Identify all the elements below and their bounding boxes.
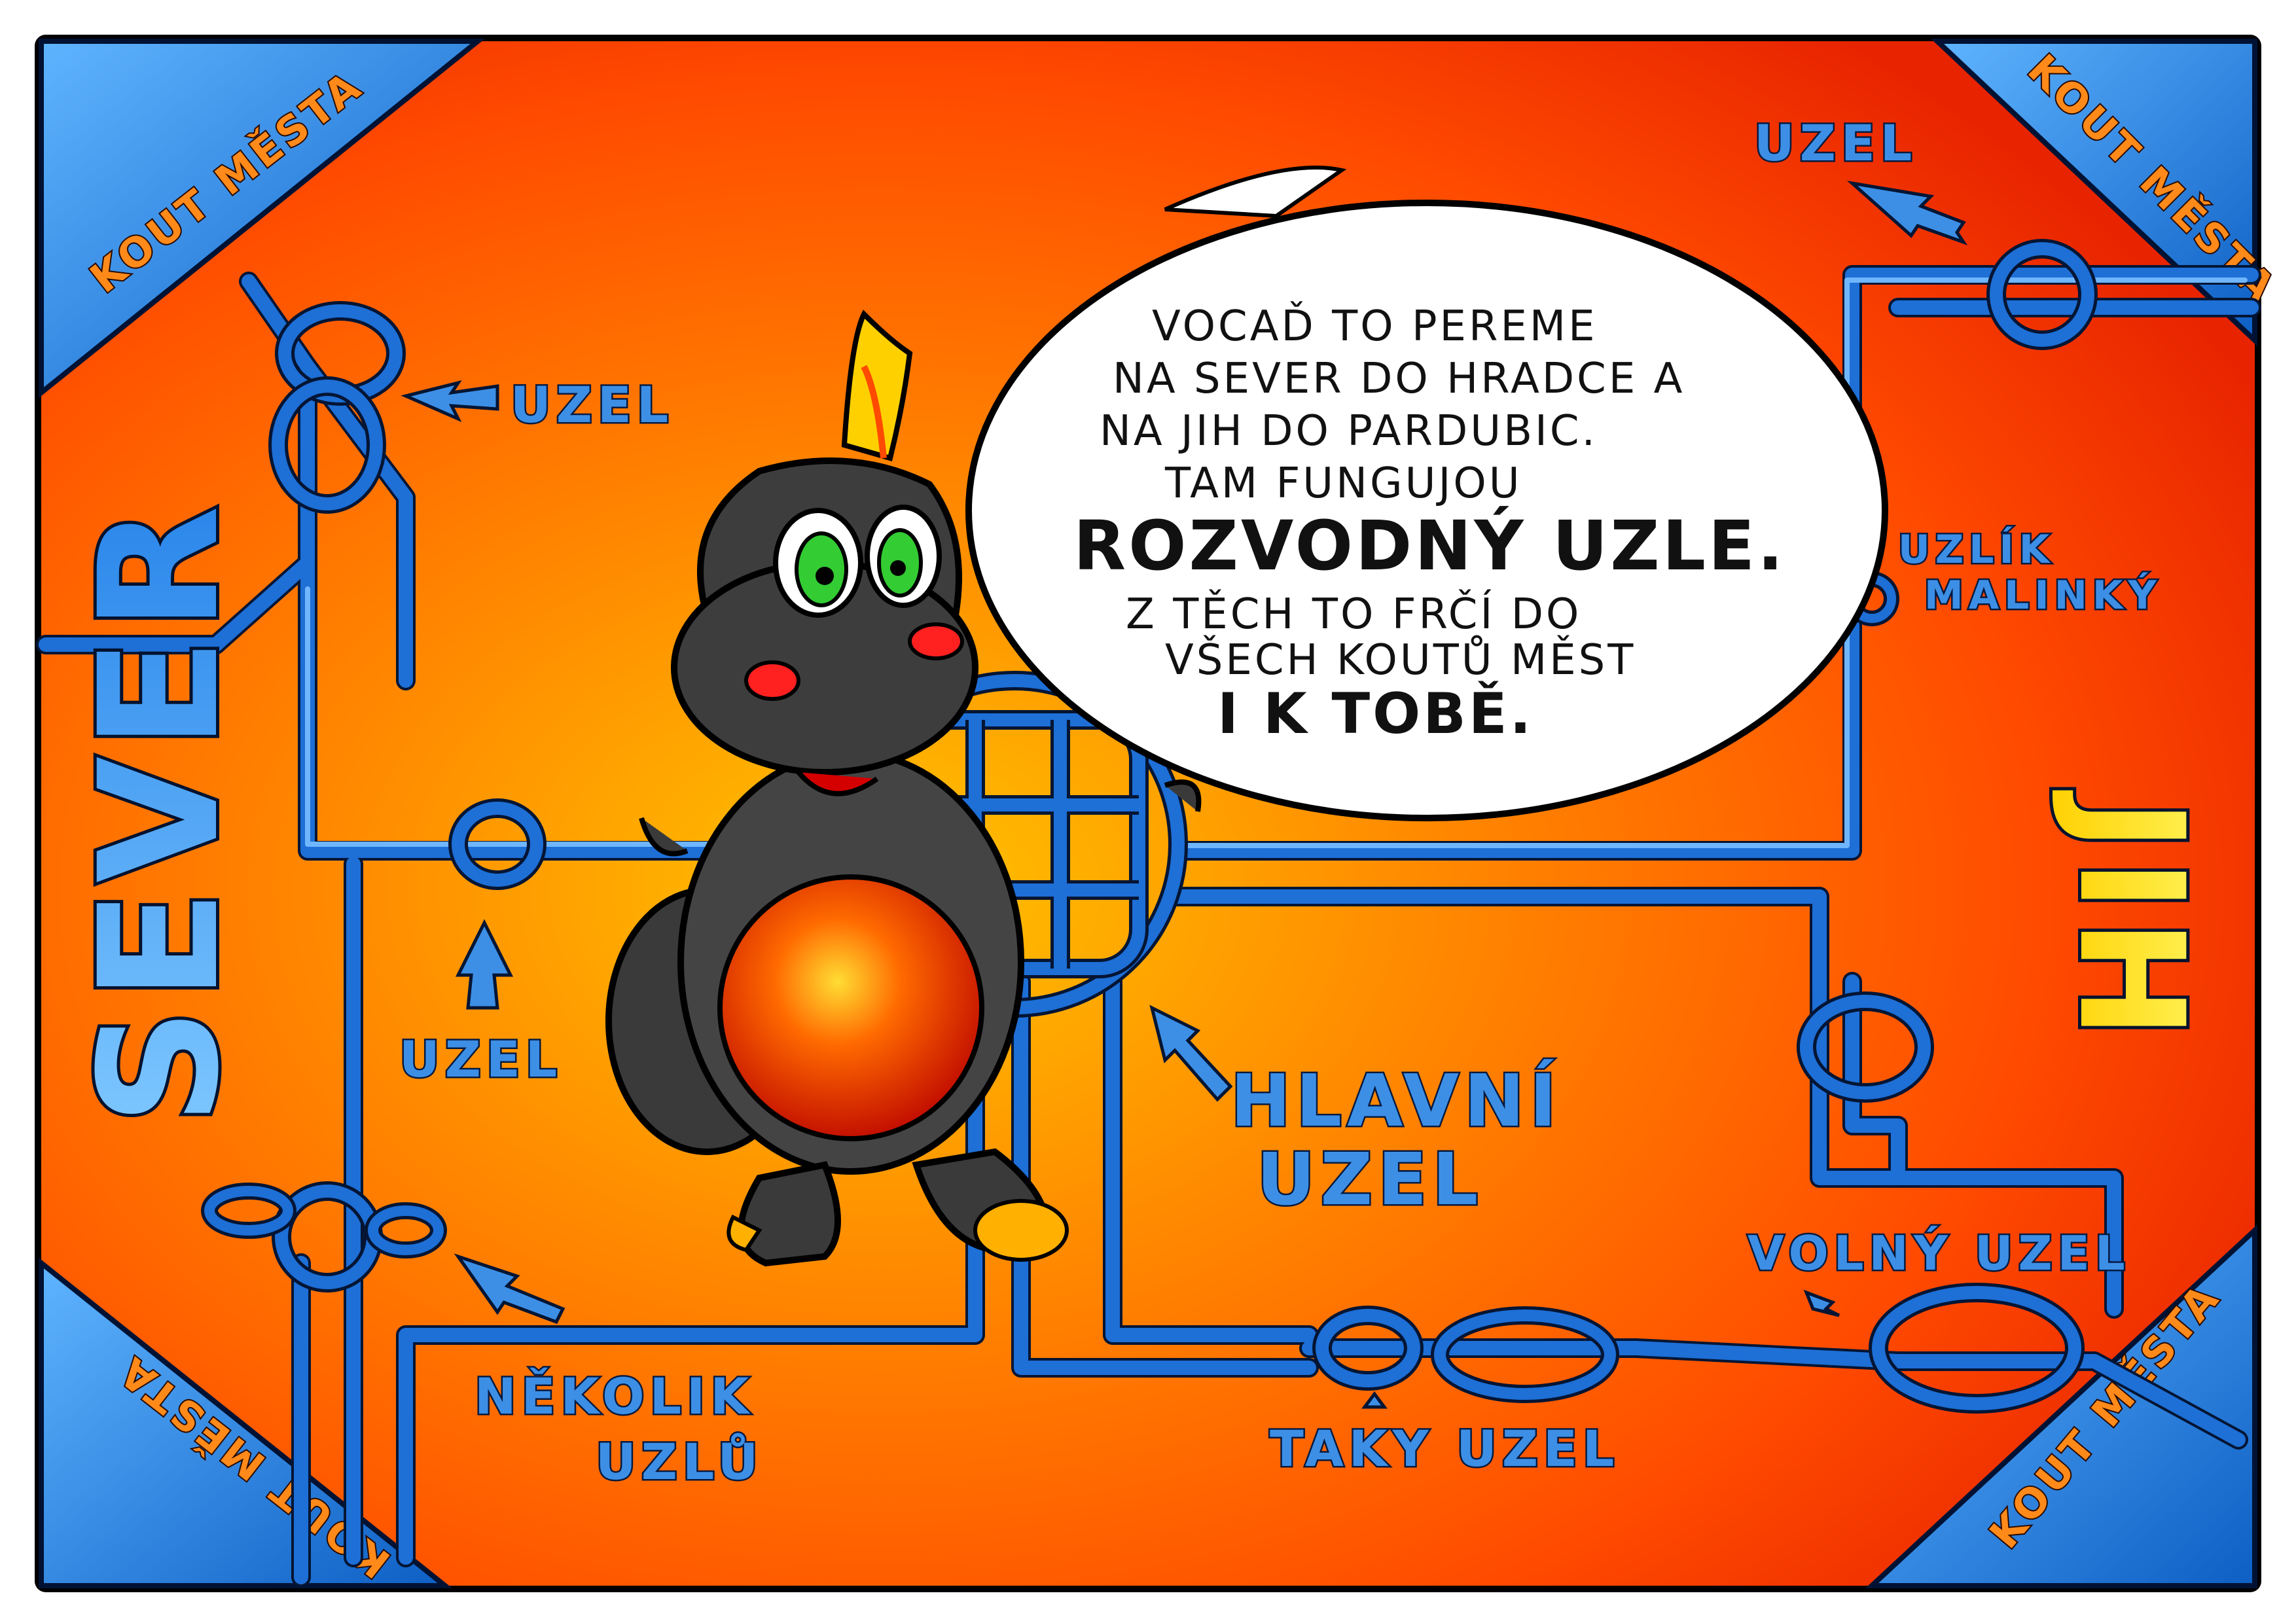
dragon-mascot [605,310,1202,1267]
speech-line-1: VOCAĎ TO PEREME [1152,301,1598,351]
label-hlavni-2: UZEL [1257,1137,1483,1221]
speech-line-4: TAM FUNGUJOU [1164,459,1522,508]
rope-network [39,268,2259,1584]
speech-line-8: I K TOBĚ. [1217,681,1534,747]
label-uzlik-2: MALINKÝ [1924,571,2162,618]
corner-top-left [39,39,486,399]
label-nekolik-1: NĚKOLIK [475,1367,754,1425]
label-volny-uzel: VOLNÝ UZEL [1748,1226,2130,1281]
speech-line-7: VŠECH KOUTŮ MĚST [1165,635,1636,685]
speech-line-2: NA SEVER DO HRADCE A [1113,355,1685,403]
direction-north: SEVER [64,499,255,1126]
label-hlavni-1: HLAVNÍ [1230,1058,1562,1143]
corner-bottom-right [1865,1224,2257,1588]
label-taky-uzel: TAKY UZEL [1270,1419,1619,1478]
label-nekolik-2: UZLŮ [596,1432,763,1491]
speech-line-6: Z TĚCH TO FRČÍ DO [1126,589,1581,639]
speech-bubble: VOCAĎ TO PEREME NA SEVER DO HRADCE A NA … [965,166,1888,821]
speech-line-5: ROZVODNÝ UZLE. [1073,506,1786,586]
arrow-icon [401,181,1968,1409]
label-uzel-left: UZEL [399,1030,562,1088]
label-uzel-top-left: UZEL [511,376,673,434]
label-uzlik-1: UZLÍK [1898,526,2054,573]
direction-south: JIH [2047,790,2215,1046]
label-uzel-top-right: UZEL [1754,114,1917,172]
speech-line-3: NA JIH DO PARDUBIC. [1100,407,1598,455]
